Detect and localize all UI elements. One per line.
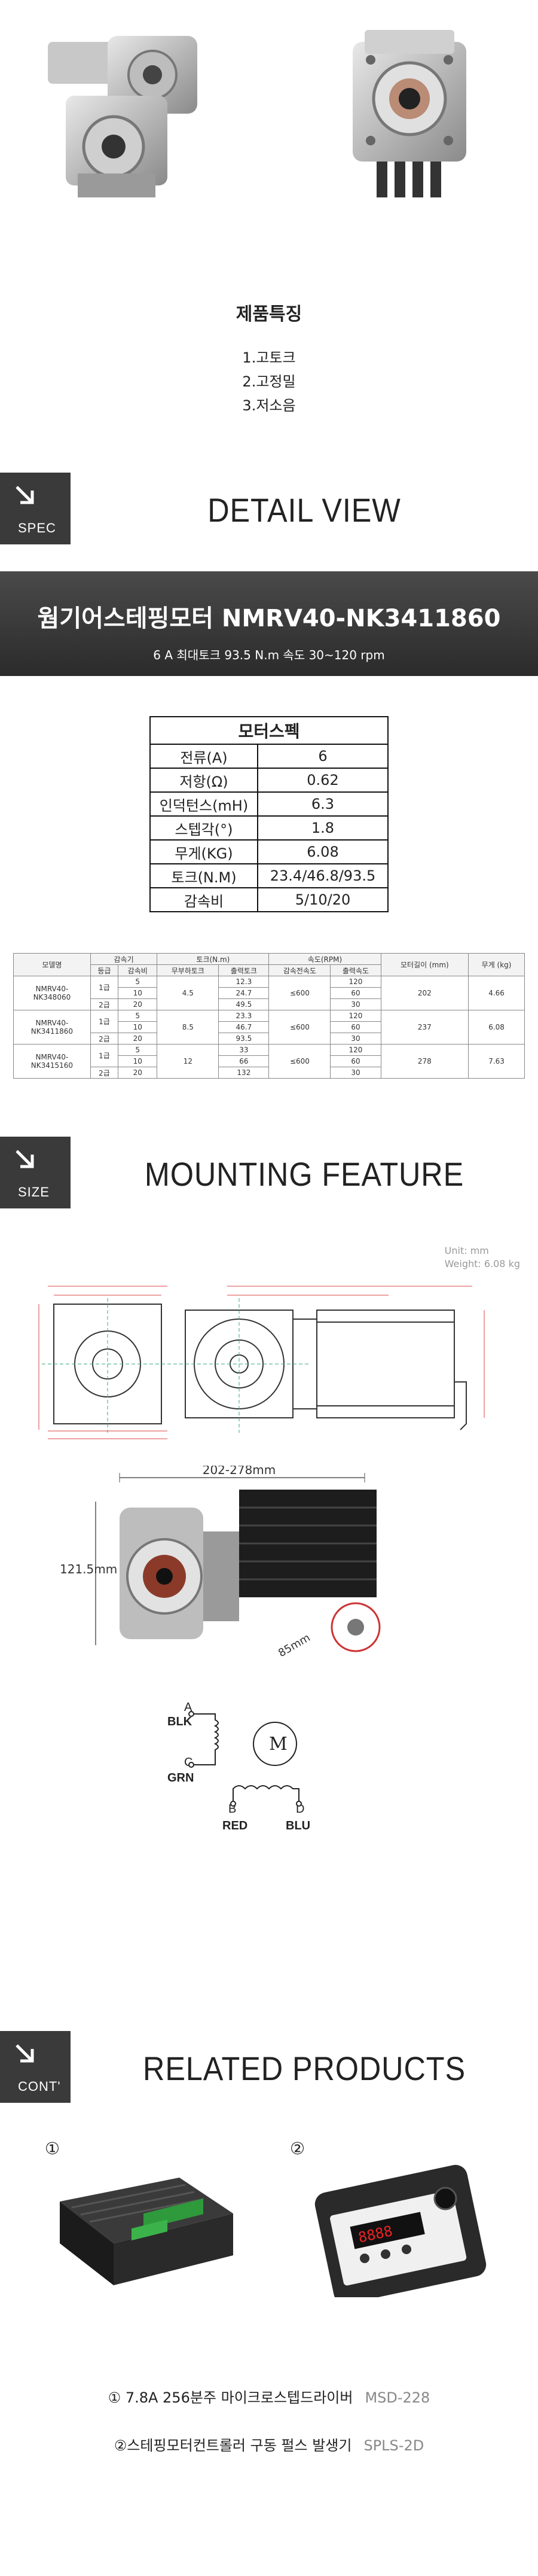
section-title: DETAIL VIEW: [207, 491, 401, 529]
section-tag: SIZE: [0, 1137, 71, 1208]
product-photos: [0, 0, 538, 281]
svg-text:M: M: [269, 1734, 288, 1755]
wiring-diagram: A BLK C GRN B RED D BLU M: [167, 1701, 310, 1832]
table-row: 토크(N.M)23.4/46.8/93.5: [149, 863, 389, 888]
motor-spec-table: 모터스펙 전류(A)6 저항(Ω)0.62 인덕턴스(mH)6.3 스텝각(°)…: [149, 716, 389, 912]
feature-item: 2.고정밀: [242, 373, 296, 390]
table-row: NMRV40-NK348060 1급 5 4.5 12.3 ≤600 120 2…: [13, 976, 525, 1010]
section-tag: CONT': [0, 2031, 71, 2103]
product-name: ②스테핑모터컨트롤러 구동 펄스 발생기: [114, 2437, 352, 2454]
units-note: Unit: mm Weight: 6.08 kg: [444, 1245, 520, 1269]
table-row: 저항(Ω)0.62: [149, 768, 389, 793]
width-dimension: 85mm: [276, 1631, 313, 1660]
section-tag: SPEC: [0, 473, 71, 544]
section-header-size: SIZE MOUNTING FEATURE: [0, 1137, 538, 1208]
product-features: 제품특징 1.고토크 2.고정밀 3.저소음: [0, 299, 538, 418]
table-row: 무게(KG)6.08: [149, 839, 389, 864]
table-row: 10 66 60: [14, 1055, 525, 1067]
features-title: 제품특징: [236, 304, 302, 325]
table-row: 스텝각(°)1.8: [149, 815, 389, 841]
arrow-down-right-icon: [16, 1150, 34, 1168]
banner-subtitle: 6 A 최대토크 93.5 N.m 속도 30~120 rpm: [153, 648, 385, 662]
table-row: 전류(A)6: [149, 744, 389, 769]
product-number-2: ②: [290, 2139, 305, 2158]
table-row: NMRV40-NK3415160 1급 5 12 33 ≤600 120 278…: [13, 1044, 525, 1079]
svg-text:BLK: BLK: [167, 1715, 192, 1728]
related-product-2[interactable]: ②스테핑모터컨트롤러 구동 펄스 발생기 SPLS-2D: [0, 2434, 538, 2455]
pulse-generator-photo[interactable]: 8888: [311, 2160, 490, 2297]
table-row: NMRV40-NK3411860 1급 5 8.5 23.3 ≤600 120 …: [13, 1010, 525, 1045]
feature-item: 3.저소음: [242, 397, 296, 414]
product-model: SPLS-2D: [363, 2437, 424, 2454]
svg-text:A: A: [184, 1701, 192, 1714]
arrow-down-right-icon: [16, 2044, 34, 2063]
height-dimension: 121.5mm: [60, 1562, 117, 1576]
section-header-spec: SPEC DETAIL VIEW: [0, 473, 538, 544]
gearbox-photo-front: [353, 30, 466, 197]
table-row: 10 46.7 60: [14, 1021, 525, 1033]
length-dimension: 202-278mm: [203, 1466, 276, 1477]
section-tag-label: SIZE: [18, 1185, 50, 1199]
section-tag-label: CONT': [18, 2079, 61, 2094]
arrow-down-right-icon: [16, 486, 34, 504]
section-header-related: CONT' RELATED PRODUCTS: [0, 2031, 538, 2103]
table-row: 2급 20 132 30: [14, 1067, 525, 1079]
product-number-1: ①: [45, 2139, 60, 2158]
section-tag-label: SPEC: [18, 520, 56, 535]
product-banner: 웜기어스테핑모터 NMRV40-NK3411860 6 A 최대토크 93.5 …: [0, 571, 538, 676]
product-name: ① 7.8A 256분주 마이크로스텝드라이버: [108, 2389, 353, 2406]
gearbox-photo-angled: [48, 36, 197, 197]
cad-dimension-drawing: [38, 1286, 485, 1439]
table-row: 2급 20 93.5 30: [14, 1033, 525, 1045]
feature-item: 1.고토크: [242, 349, 296, 366]
product-model: MSD-228: [365, 2389, 430, 2406]
related-product-1[interactable]: ① 7.8A 256분주 마이크로스텝드라이버 MSD-228: [0, 2386, 538, 2407]
stepper-driver-photo[interactable]: [48, 2166, 239, 2297]
section-title: MOUNTING FEATURE: [144, 1155, 464, 1193]
svg-text:BLU: BLU: [286, 1819, 310, 1832]
section-title: RELATED PRODUCTS: [143, 2050, 466, 2087]
svg-text:RED: RED: [222, 1819, 247, 1832]
motor-dimension-photo: 202-278mm 121.5mm 85mm: [60, 1466, 381, 1660]
svg-text:GRN: GRN: [167, 1771, 194, 1785]
banner-title: 웜기어스테핑모터 NMRV40-NK3411860: [37, 605, 501, 632]
table-row: 10 24.7 60: [14, 987, 525, 999]
table-row: 인덕턴스(mH)6.3: [149, 791, 389, 817]
spec-table-title: 모터스펙: [149, 716, 389, 745]
model-detail-table: 모델명 감속기 토크(N.m) 속도(RPM) 모터길이 (mm) 무게 (kg…: [13, 953, 525, 1079]
